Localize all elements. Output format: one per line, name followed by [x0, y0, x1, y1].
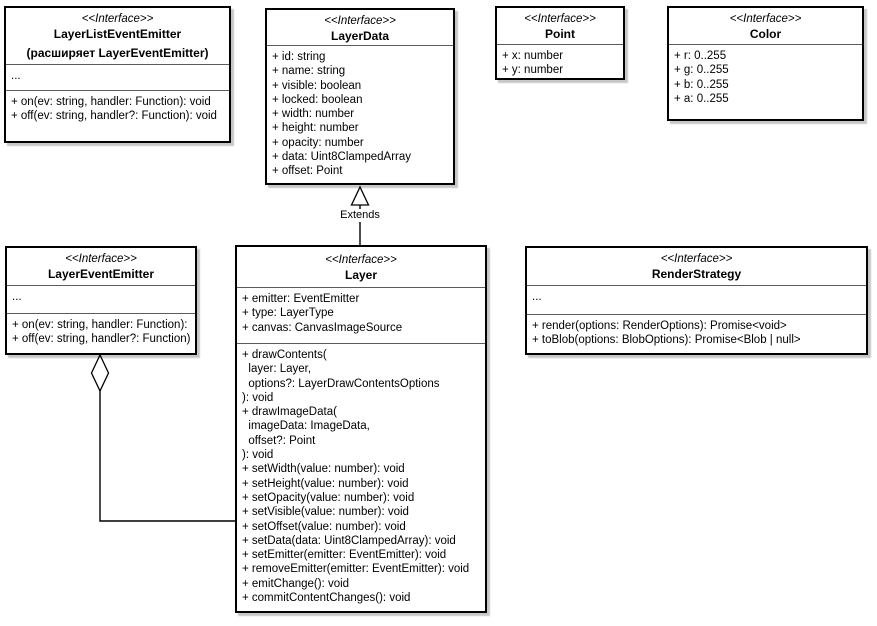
member-line: + visible: boolean [272, 79, 362, 92]
aggregation-edge[interactable] [99, 390, 236, 522]
member-line: + width: number [272, 108, 355, 121]
ellipsis-section: ... [527, 285, 866, 314]
class-name: Layer [344, 268, 378, 282]
member-line: + y: number [502, 64, 564, 77]
class-color[interactable]: <<Interface>> Color + r: 0..255 + g: 0..2… [667, 6, 864, 121]
class-title: <<Interface>> Layer [237, 247, 485, 287]
class-stereotype: <<Interface>> [524, 13, 596, 25]
member-line: ... [12, 291, 22, 303]
class-name: Point [545, 27, 575, 41]
member-line: + g: 0..255 [674, 64, 729, 77]
member-line: + setEmitter(emitter: EventEmitter): voi… [242, 549, 447, 562]
class-point[interactable]: <<Interface>> Point + x: number + y: numb… [495, 6, 625, 80]
member-line: + setVisible(value: number): void [242, 506, 409, 519]
methods-section: + render(options: RenderOptions): Promis… [527, 314, 866, 353]
member-line: + locked: boolean [272, 93, 363, 106]
class-title: <<Interface>> LayerListEventEmitter (рас… [6, 8, 229, 64]
member-line: layer: Layer, [242, 363, 312, 376]
member-line: + commitContentChanges(): void [242, 592, 411, 605]
member-line: + data: Uint8ClampedArray [272, 151, 412, 164]
member-line: options?: LayerDrawContentsOptions [242, 377, 440, 390]
member-line: + setOffset(value: number): void [242, 520, 406, 533]
member-line: + on(ev: string, handler: Function): voi… [11, 96, 211, 108]
class-layer[interactable]: <<Interface>> Layer + emitter: EventEmit… [235, 245, 487, 613]
member-line: + off(ev: string, handler?: Function): v… [11, 110, 217, 123]
class-subtitle: (расширяет LayerEventEmitter) [26, 46, 209, 60]
class-name: LayerData [330, 29, 390, 43]
attributes-section: + id: string + name: string+ visible: boo… [267, 45, 453, 183]
class-stereotype: <<Interface>> [325, 254, 397, 266]
generalization-arrowhead-icon [350, 185, 370, 206]
member-line: + name: string [272, 65, 346, 78]
class-title: <<Interface>> LayerEventEmitter [7, 248, 195, 285]
ellipsis-section: ... [6, 64, 229, 90]
member-line: ... [11, 70, 21, 82]
methods-section: + on(ev: string, handler: Function): voi… [6, 90, 229, 141]
member-line: + offset: Point [272, 165, 343, 178]
class-stereotype: <<Interface>> [324, 15, 396, 27]
member-line: + setOpacity(value: number): void [242, 491, 415, 504]
member-line: + drawContents( [242, 349, 327, 361]
member-line: + b: 0..255 [674, 78, 729, 91]
class-name: LayerEventEmitter [47, 267, 155, 281]
class-title: <<Interface>> Point [497, 8, 623, 44]
member-line: + setHeight(value: number): void [242, 477, 409, 490]
member-line: + a: 0..255 [674, 92, 729, 105]
member-line: ... [532, 291, 542, 303]
member-line: + id: string [272, 51, 326, 63]
member-line: + setData(data: Uint8ClampedArray): void [242, 534, 456, 547]
member-line: + on(ev: string, handler: Function): [12, 319, 188, 331]
attributes-section: + r: 0..255 + g: 0..255+ b: 0..255+ a: 0.… [669, 44, 862, 119]
class-layer-list-event-emitter[interactable]: <<Interface>> LayerListEventEmitter (рас… [4, 6, 231, 143]
member-line: offset?: Point [242, 434, 316, 447]
attributes-section: + x: number + y: number [497, 44, 623, 78]
class-stereotype: <<Interface>> [81, 13, 154, 25]
member-line: + height: number [272, 122, 359, 135]
class-layer-data[interactable]: <<Interface>> LayerData + id: string + na… [265, 8, 455, 185]
class-title: <<Interface>> LayerData [267, 10, 453, 45]
member-line: + off(ev: string, handler?: Function) [12, 333, 191, 346]
member-line: + emitChange(): void [242, 577, 350, 590]
member-line: + render(options: RenderOptions): Promis… [532, 320, 787, 332]
class-stereotype: <<Interface>> [729, 13, 802, 25]
class-layer-event-emitter[interactable]: <<Interface>> LayerEventEmitter ... + on… [5, 246, 197, 355]
member-line: ): void [242, 449, 274, 462]
member-line: + x: number [502, 50, 564, 62]
methods-section: + drawContents( layer: Layer, options?: … [237, 343, 485, 611]
member-line: imageData: ImageData, [242, 420, 370, 433]
class-title: <<Interface>> Color [669, 8, 862, 44]
methods-section: + on(ev: string, handler: Function): + of… [7, 313, 195, 353]
member-line: + r: 0..255 [674, 50, 727, 62]
class-name: Color [749, 27, 782, 41]
member-line: + setWidth(value: number): void [242, 463, 405, 476]
member-line: + canvas: CanvasImageSource [242, 321, 403, 334]
class-title: <<Interface>> RenderStrategy [527, 248, 866, 285]
edge-label-extends: Extends [338, 209, 382, 222]
member-line: + removeEmitter(emitter: EventEmitter): … [242, 563, 470, 576]
class-name: LayerListEventEmitter [53, 27, 182, 41]
member-line: + toBlob(options: BlobOptions): Promise<… [532, 334, 801, 347]
class-name: RenderStrategy [651, 267, 742, 281]
member-line: + emitter: EventEmitter [242, 293, 360, 305]
member-line: + type: LayerType [242, 307, 334, 320]
aggregation-diamond-icon [90, 353, 110, 393]
member-line: ): void [242, 391, 274, 404]
class-stereotype: <<Interface>> [65, 253, 137, 265]
ellipsis-section: ... [7, 285, 195, 313]
member-line: + opacity: number [272, 136, 364, 149]
class-stereotype: <<Interface>> [660, 253, 733, 265]
member-line: + drawImageData( [242, 406, 337, 419]
attributes-section: + emitter: EventEmitter + type: LayerType… [237, 287, 485, 343]
class-render-strategy[interactable]: <<Interface>> RenderStrategy ... + rende… [525, 246, 868, 355]
